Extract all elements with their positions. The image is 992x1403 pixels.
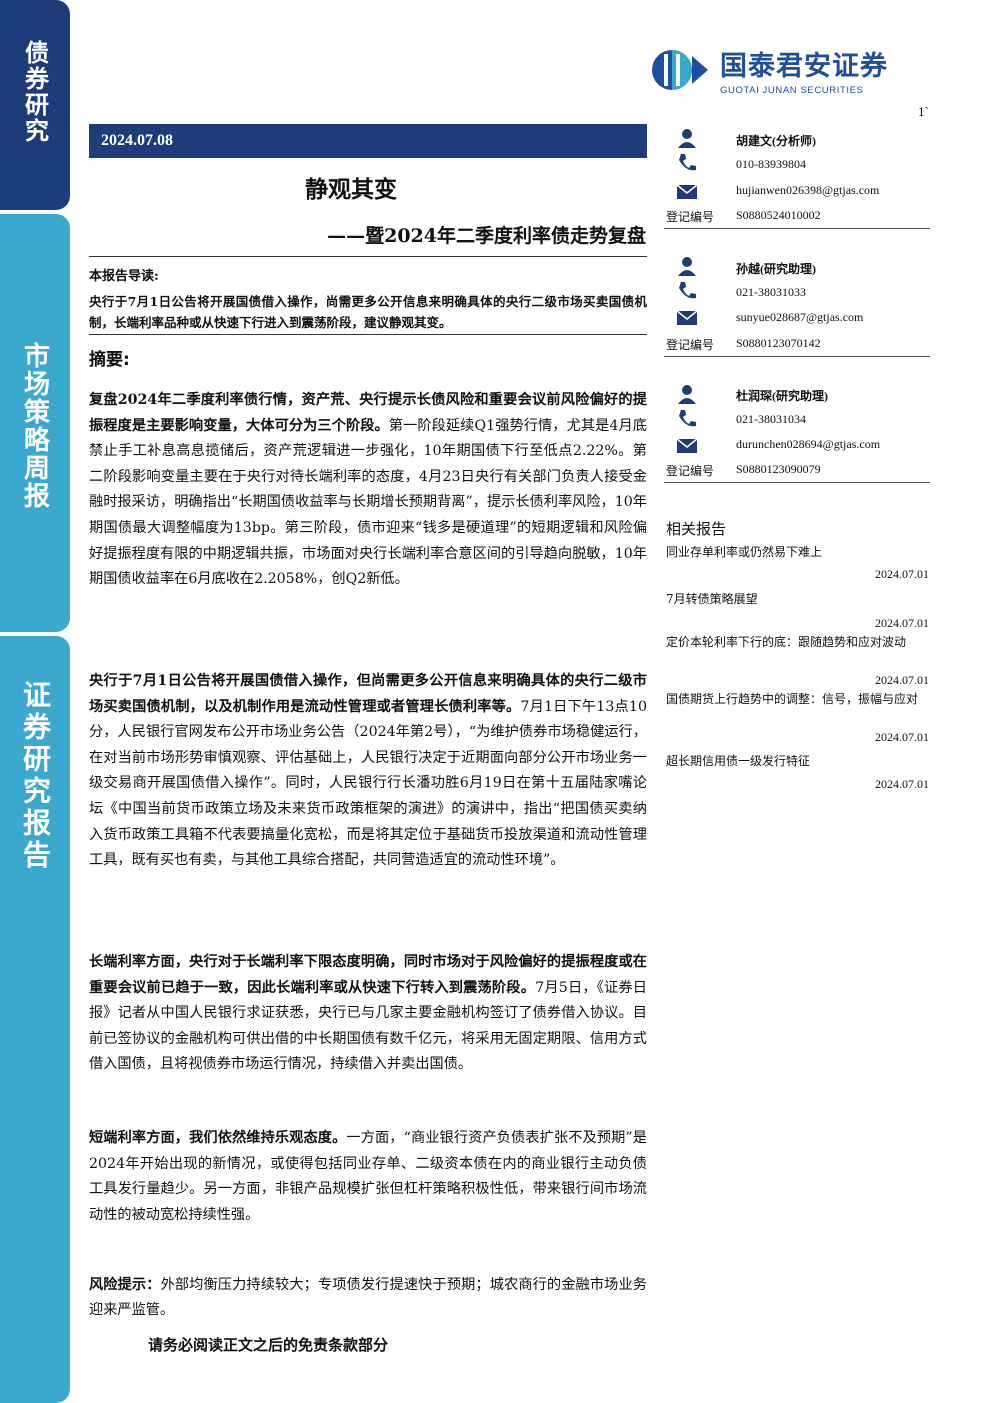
- related-report-title[interactable]: 7月转债策略展望: [666, 592, 758, 606]
- phone-icon: [679, 154, 696, 171]
- brand-name-en: GUOTAI JUNAN SECURITIES: [720, 85, 864, 96]
- analyst-email[interactable]: hujianwen026398@gtjas.com: [736, 183, 880, 197]
- report-subtitle: ——暨2024年二季度利率债走势复盘: [327, 225, 646, 247]
- paragraph-lead: 复盘2024年二季度利率债行情，资产荒、央行提示长债风险和重要会议前风险偏好的提…: [89, 392, 647, 434]
- divider: [89, 256, 647, 257]
- summary-paragraph: 央行于7月1日公告将开展国债借入操作，但尚需更多公开信息来明确具体的央行二级市场…: [89, 669, 647, 874]
- related-report-title[interactable]: 超长期信用债一级发行特征: [666, 754, 811, 768]
- analyst-email[interactable]: sunyue028687@gtjas.com: [736, 310, 864, 324]
- divider: [664, 482, 930, 483]
- divider: [664, 228, 930, 229]
- summary-paragraph: 短端利率方面，我们依然维持乐观态度。一方面，“商业银行资产负债表扩张不及预期”是…: [89, 1126, 647, 1228]
- analyst-name: 胡建文(分析师): [736, 134, 816, 148]
- risk-text: 外部均衡压力持续较大；专项债发行提速快于预期；城农商行的金融市场业务迎来严监管。: [89, 1277, 647, 1318]
- email-icon: [676, 184, 698, 199]
- reg-label: 登记编号: [666, 210, 715, 224]
- side-tab-label: 市场策略周报: [19, 342, 50, 510]
- date-bar: 2024.07.08: [89, 124, 647, 158]
- related-report-title[interactable]: 定价本轮利率下行的底：跟随趋势和应对波动: [666, 635, 907, 649]
- paragraph-lead: 央行于7月1日公告将开展国债借入操作，但尚需更多公开信息来明确具体的央行二级市场…: [89, 673, 647, 715]
- person-icon: [678, 385, 696, 404]
- guide-heading: 本报告导读:: [89, 269, 159, 284]
- disclaimer: 请务必阅读正文之后的免责条款部分: [148, 1336, 389, 1354]
- related-report-date: 2024.07.01: [875, 777, 929, 791]
- email-icon: [676, 310, 698, 325]
- phone-icon: [679, 410, 696, 427]
- paragraph-text: 第一阶段延续Q1强势行情，尤其是4月底禁止手工补息高息揽储后，资产荒逻辑进一步强…: [89, 417, 647, 588]
- analyst-name: 孙越(研究助理): [736, 262, 816, 276]
- related-report-title[interactable]: 同业存单利率或仍然易下难上: [666, 545, 823, 559]
- paragraph-text: 7月1日下午13点10分，人民银行官网发布公开市场业务公告（2024年第2号），…: [89, 698, 647, 869]
- reg-label: 登记编号: [666, 464, 715, 478]
- divider: [89, 334, 647, 335]
- side-tab-label: 证券研究报告: [19, 680, 52, 872]
- risk-label: 风险提示：: [89, 1277, 161, 1293]
- report-title: 静观其变: [305, 177, 397, 203]
- summary-paragraph: 复盘2024年二季度利率债行情，资产荒、央行提示长债风险和重要会议前风险偏好的提…: [89, 388, 647, 593]
- related-report-date: 2024.07.01: [875, 567, 929, 581]
- person-icon: [678, 257, 696, 276]
- reg-label: 登记编号: [666, 338, 715, 352]
- related-reports-heading: 相关报告: [666, 520, 727, 538]
- analyst-name: 杜润琛(研究助理): [736, 389, 828, 403]
- analyst-phone: 010-83939804: [736, 157, 806, 171]
- summary-heading: 摘要:: [89, 350, 130, 370]
- paragraph-text: 一方面，“商业银行资产负债表扩张不及预期”是2024年开始出现的新情况，或使得包…: [89, 1130, 647, 1223]
- guide-body: 央行于7月1日公告将开展国债借入操作，尚需更多公开信息来明确具体的央行二级市场买…: [89, 294, 647, 330]
- brand-name-cn: 国泰君安证券: [720, 51, 888, 82]
- brand-logo-icon: [652, 50, 708, 90]
- analyst-email[interactable]: durunchen028694@gtjas.com: [736, 437, 881, 451]
- report-date: 2024.07.08: [101, 132, 173, 149]
- analyst-card: 孙越(研究助理) 021-38031033 sunyue028687@gtjas…: [664, 256, 930, 357]
- related-report-date: 2024.07.01: [875, 730, 929, 744]
- divider: [664, 356, 930, 357]
- analyst-reg-no: S0880123090079: [736, 462, 821, 476]
- summary-paragraph: 长端利率方面，央行对于长端利率下限态度明确，同时市场对于风险偏好的提振程度或在重…: [89, 950, 647, 1078]
- related-report-date: 2024.07.01: [875, 616, 929, 630]
- phone-icon: [679, 282, 696, 299]
- related-report-date: 2024.07.01: [875, 673, 929, 687]
- analyst-phone: 021-38031033: [736, 285, 806, 299]
- analyst-reg-no: S0880524010002: [736, 208, 821, 222]
- paragraph-text: 7月5日，《证券日报》记者从中国人民银行求证获悉，央行已与几家主要金融机构签订了…: [89, 979, 647, 1073]
- page-number: 1`: [918, 104, 929, 119]
- risk-warning: 风险提示：外部均衡压力持续较大；专项债发行提速快于预期；城农商行的金融市场业务迎…: [89, 1273, 647, 1323]
- related-report-title[interactable]: 国债期货上行趋势中的调整：信号，振幅与应对: [666, 692, 919, 706]
- brand-logo: 国泰君安证券 GUOTAI JUNAN SECURITIES: [650, 44, 888, 96]
- side-tab-bond-research: 债券研究: [0, 0, 70, 210]
- person-icon: [678, 129, 696, 148]
- analyst-card: 杜润琛(研究助理) 021-38031034 durunchen028694@g…: [664, 384, 930, 484]
- paragraph-lead: 短端利率方面，我们依然维持乐观态度。: [89, 1130, 347, 1146]
- side-tab-securities-report: 证券研究报告: [0, 636, 70, 1403]
- side-tab-label: 债券研究: [20, 40, 49, 144]
- analyst-reg-no: S0880123070142: [736, 336, 821, 350]
- paragraph-lead: 长端利率方面，央行对于长端利率下限态度明确，同时市场对于风险偏好的提振程度或在重…: [89, 954, 647, 996]
- side-tab-market-strategy: 市场策略周报: [0, 214, 70, 632]
- analyst-phone: 021-38031034: [736, 412, 806, 426]
- analyst-card: 胡建文(分析师) 010-83939804 hujianwen026398@gt…: [664, 128, 930, 229]
- email-icon: [676, 438, 698, 453]
